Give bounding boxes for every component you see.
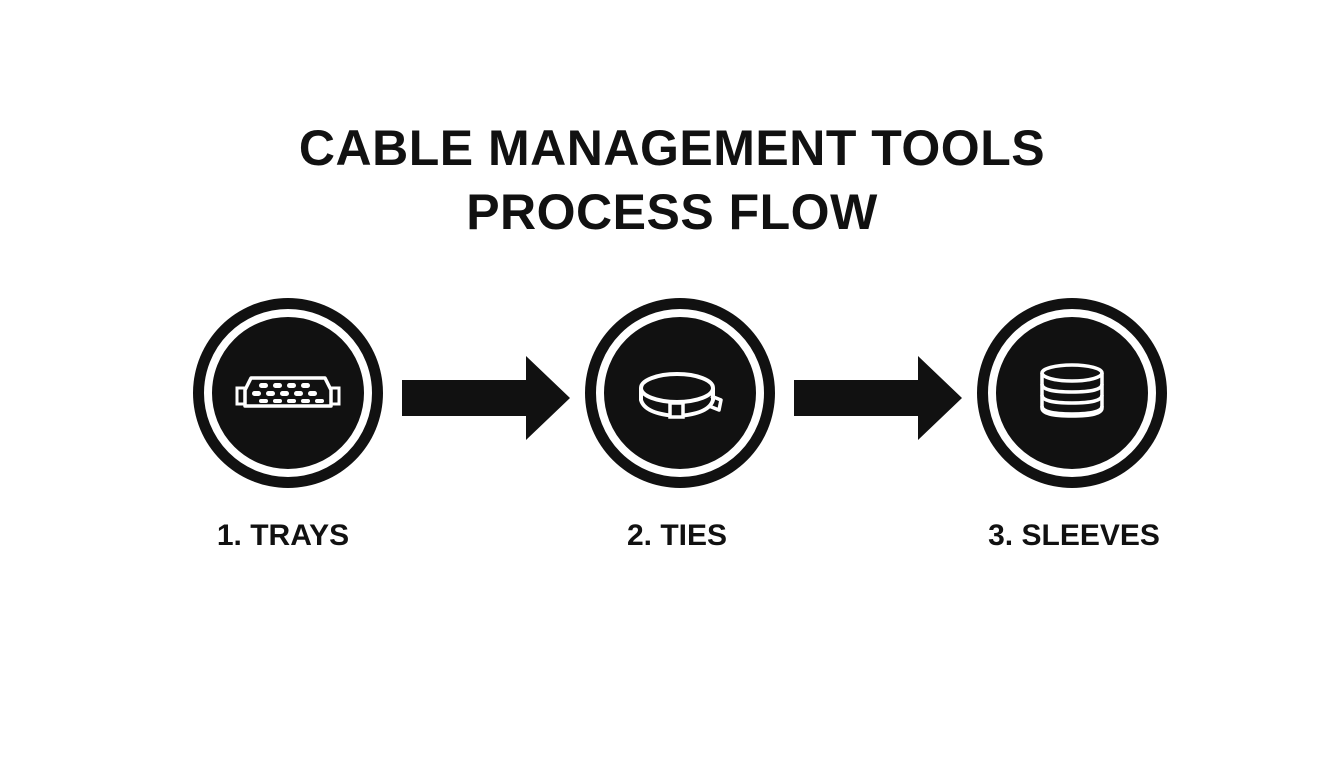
flow-arrow-2 [792,356,962,440]
step-label-trays: 1. TRAYS [216,519,350,552]
diagram-title-line-2: PROCESS FLOW [466,184,878,240]
diagram-title: CABLE MANAGEMENT TOOLS PROCESS FLOW [0,116,1344,244]
step-sleeves [977,298,1167,488]
step-ties [585,298,775,488]
arrow-right-icon [794,356,962,440]
cable-sleeve-icon [977,298,1167,488]
diagram-title-line-1: CABLE MANAGEMENT TOOLS [298,120,1046,176]
flow-arrow-1 [400,356,570,440]
arrow-right-icon [402,356,570,440]
step-label-ties: 2. TIES [626,519,728,552]
step-trays [193,298,383,488]
cable-tie-icon [585,298,775,488]
step-label-sleeves: 3. SLEEVES [988,519,1160,552]
cable-tray-icon [193,298,383,488]
